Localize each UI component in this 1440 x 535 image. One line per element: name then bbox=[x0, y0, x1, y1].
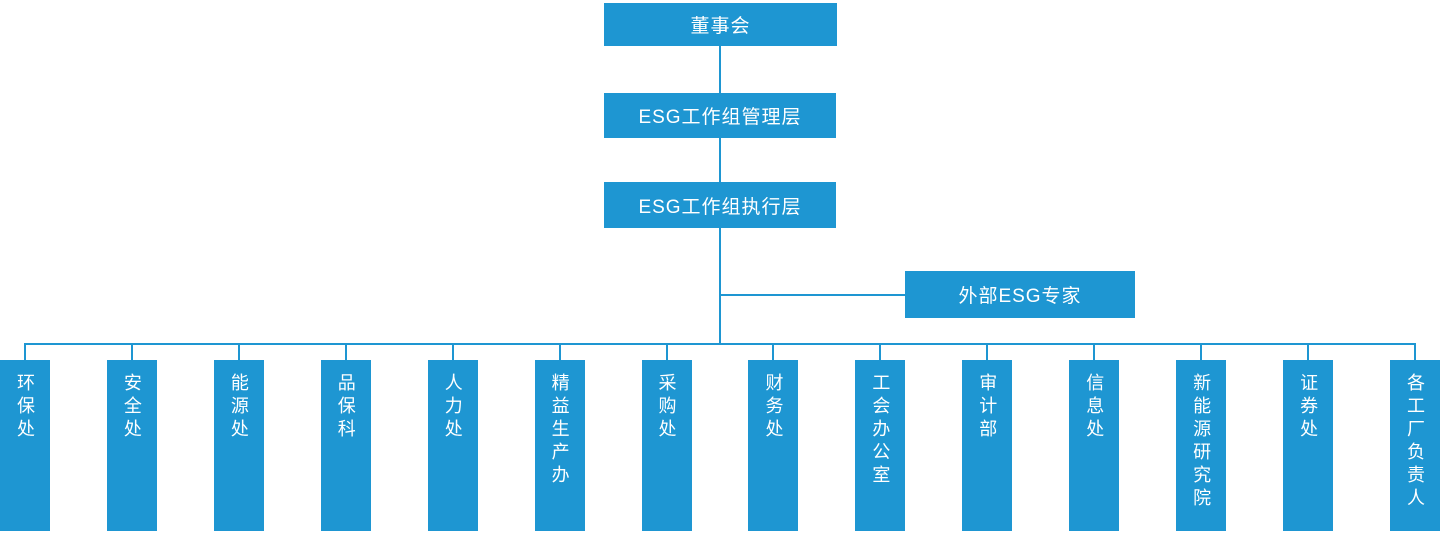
dept-box-lean-production: 精益生产办 bbox=[534, 343, 585, 531]
connector-stub bbox=[24, 343, 26, 360]
dept-label: 审计部 bbox=[977, 373, 998, 442]
connector-stub bbox=[1200, 343, 1203, 360]
dept-box-new-energy-research: 新能源研究院 bbox=[1176, 343, 1227, 531]
connector-exec-to-bus bbox=[719, 228, 721, 345]
dept-label: 品保科 bbox=[335, 373, 356, 442]
dept-label: 人力处 bbox=[442, 373, 463, 442]
dept-box-environmental: 环保处 bbox=[0, 343, 50, 531]
node-advisor-label: 外部ESG专家 bbox=[958, 286, 1082, 307]
node-board-label: 董事会 bbox=[690, 16, 751, 37]
node-board-of-directors: 董事会 bbox=[604, 3, 837, 46]
dept-box-union-office: 工会办公室 bbox=[855, 343, 906, 531]
dept-box-audit: 审计部 bbox=[962, 343, 1013, 531]
dept-label: 采购处 bbox=[656, 373, 677, 442]
connector-department-bus bbox=[24, 343, 1416, 345]
dept-label: 精益生产办 bbox=[549, 373, 570, 488]
dept-label: 能源处 bbox=[228, 373, 249, 442]
connector-stub bbox=[1413, 343, 1416, 360]
dept-label: 安全处 bbox=[121, 373, 142, 442]
dept-label: 各工厂负责人 bbox=[1404, 373, 1425, 511]
dept-label: 工会办公室 bbox=[870, 373, 891, 488]
dept-box-procurement: 采购处 bbox=[641, 343, 692, 531]
dept-box-finance: 财务处 bbox=[748, 343, 799, 531]
connector-stub bbox=[772, 343, 775, 360]
node-exec-label: ESG工作组执行层 bbox=[638, 196, 802, 218]
dept-box-securities: 证券处 bbox=[1283, 343, 1334, 531]
connector-mgmt-to-exec bbox=[719, 138, 721, 182]
dept-label: 财务处 bbox=[763, 373, 784, 442]
connector-stub bbox=[344, 343, 347, 360]
node-esg-execution-layer: ESG工作组执行层 bbox=[604, 182, 836, 228]
department-row: 环保处 安全处 能源处 品保科 人力处 精益生产办 采购处 财务处 bbox=[0, 343, 1440, 531]
dept-box-factory-managers: 各工厂负责人 bbox=[1389, 343, 1440, 531]
connector-stub bbox=[237, 343, 240, 360]
connector-stub bbox=[130, 343, 133, 360]
connector-stub bbox=[1307, 343, 1310, 360]
dept-label: 新能源研究院 bbox=[1191, 373, 1212, 511]
node-mgmt-label: ESG工作组管理层 bbox=[638, 107, 802, 128]
dept-box-safety: 安全处 bbox=[106, 343, 157, 531]
dept-label: 环保处 bbox=[15, 373, 35, 442]
connector-stub bbox=[558, 343, 561, 360]
dept-label: 信息处 bbox=[1084, 373, 1105, 442]
connector-stub bbox=[1093, 343, 1096, 360]
dept-box-energy: 能源处 bbox=[213, 343, 264, 531]
connector-branch-to-advisor bbox=[720, 294, 905, 296]
connector-stub bbox=[879, 343, 882, 360]
dept-box-human-resources: 人力处 bbox=[427, 343, 478, 531]
dept-box-quality-assurance: 品保科 bbox=[320, 343, 371, 531]
node-esg-management-layer: ESG工作组管理层 bbox=[604, 93, 836, 138]
connector-stub bbox=[986, 343, 989, 360]
connector-stub bbox=[665, 343, 668, 360]
connector-board-to-mgmt bbox=[719, 46, 721, 93]
connector-stub bbox=[451, 343, 454, 360]
node-external-esg-experts: 外部ESG专家 bbox=[905, 271, 1135, 318]
dept-label: 证券处 bbox=[1298, 373, 1319, 442]
dept-box-information: 信息处 bbox=[1069, 343, 1120, 531]
